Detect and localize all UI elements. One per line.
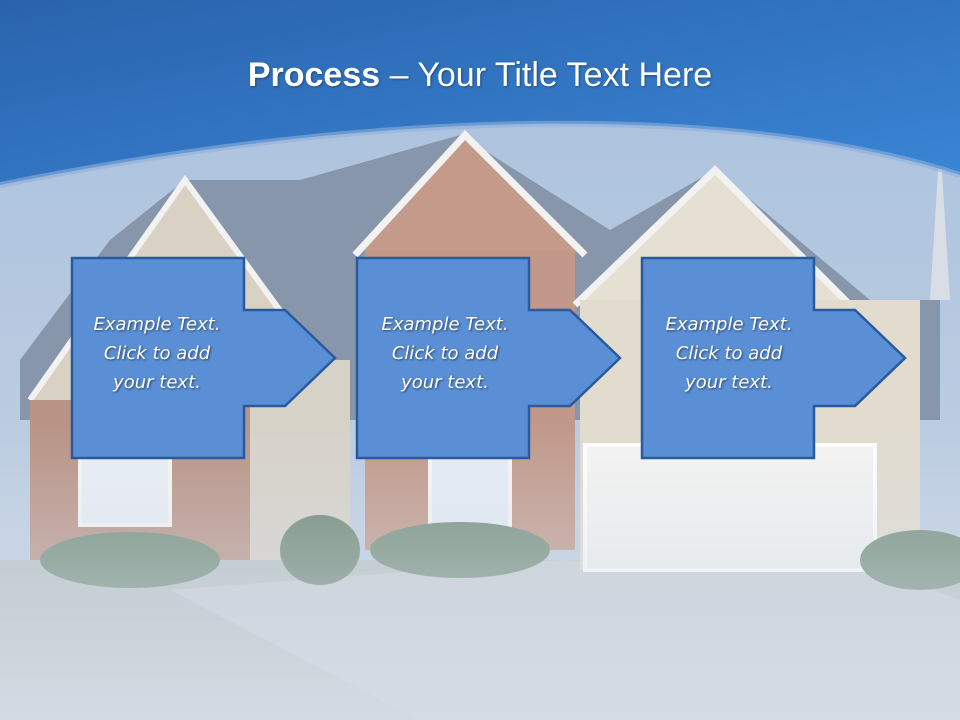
title-bold: Process — [247, 56, 381, 94]
slide-title[interactable]: Process – Your Title Text Here — [0, 52, 960, 98]
process-step-2-arrow-box[interactable] — [345, 250, 635, 475]
process-step-3-arrow-box[interactable] — [630, 250, 920, 475]
process-step-2-text[interactable]: Example Text. Click to add your text. — [381, 314, 509, 393]
process-step-3-text[interactable]: Example Text. Click to add your text. — [665, 314, 793, 393]
process-step-1-text[interactable]: Example Text. Click to add your text. — [93, 314, 221, 393]
process-step-1-arrow-box[interactable] — [60, 250, 350, 475]
title-rest: – Your Title Text Here — [380, 56, 713, 94]
